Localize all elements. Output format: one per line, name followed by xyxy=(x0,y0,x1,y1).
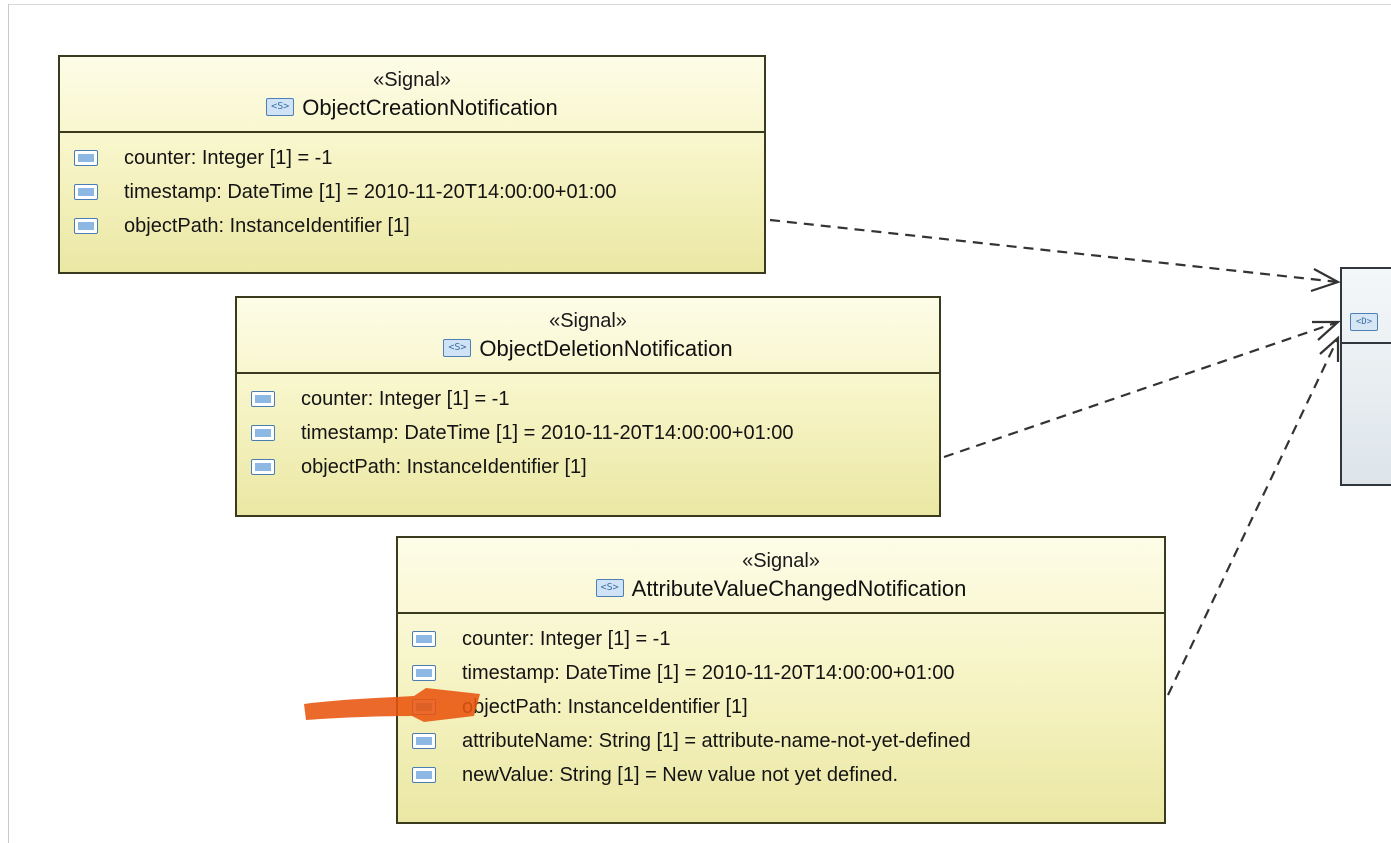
property-icon xyxy=(251,425,275,441)
attribute-text: objectPath: InstanceIdentifier [1] xyxy=(462,695,748,718)
attribute-list: counter: Integer [1] = -1 timestamp: Dat… xyxy=(237,374,939,484)
attribute-text: objectPath: InstanceIdentifier [1] xyxy=(301,455,587,478)
stereotype-label: «Signal» xyxy=(549,310,627,332)
signal-attribute-value-changed-notification[interactable]: «Signal» <S> AttributeValueChangedNotific… xyxy=(396,536,1166,824)
signal-header: «Signal» <S> ObjectDeletionNotification xyxy=(237,298,939,374)
property-icon xyxy=(412,665,436,681)
attribute-text: timestamp: DateTime [1] = 2010-11-20T14:… xyxy=(462,661,955,684)
signal-header: «Signal» <S> ObjectCreationNotification xyxy=(60,57,764,133)
attribute-row[interactable]: objectPath: InstanceIdentifier [1] xyxy=(237,450,939,484)
arrowhead-deletion xyxy=(1312,320,1341,341)
attribute-text: timestamp: DateTime [1] = 2010-11-20T14:… xyxy=(301,421,794,444)
highlight-marker-arrow xyxy=(304,688,480,722)
datatype-header: <D> xyxy=(1342,269,1391,344)
dependency-line-creation xyxy=(769,218,1339,284)
signal-name-text: ObjectDeletionNotification xyxy=(479,336,733,361)
signal-name: <S> AttributeValueChangedNotification xyxy=(398,574,1164,604)
attribute-row[interactable]: counter: Integer [1] = -1 xyxy=(60,141,764,175)
attribute-text: attributeName: String [1] = attribute-na… xyxy=(462,729,971,752)
attribute-text: objectPath: InstanceIdentifier [1] xyxy=(124,214,410,237)
attribute-row[interactable]: counter: Integer [1] = -1 xyxy=(237,382,939,416)
datatype-icon: <D> xyxy=(1350,313,1378,331)
signal-object-creation-notification[interactable]: «Signal» <S> ObjectCreationNotification c… xyxy=(58,55,766,274)
attribute-row[interactable]: timestamp: DateTime [1] = 2010-11-20T14:… xyxy=(398,656,1164,690)
datatype-instance-identifier-box[interactable]: <D> xyxy=(1340,267,1391,486)
attribute-row[interactable]: timestamp: DateTime [1] = 2010-11-20T14:… xyxy=(237,416,939,450)
signal-header: «Signal» <S> AttributeValueChangedNotific… xyxy=(398,538,1164,614)
attribute-row[interactable]: attributeName: String [1] = attribute-na… xyxy=(398,724,1164,758)
canvas-border-left xyxy=(8,4,9,843)
signal-class-icon: <S> xyxy=(595,579,624,598)
property-icon xyxy=(412,767,436,783)
signal-class-icon: <S> xyxy=(443,339,472,358)
property-icon xyxy=(74,150,98,166)
property-icon xyxy=(412,733,436,749)
attribute-text: counter: Integer [1] = -1 xyxy=(124,146,333,169)
attribute-list: counter: Integer [1] = -1 timestamp: Dat… xyxy=(398,614,1164,792)
attribute-row[interactable]: timestamp: DateTime [1] = 2010-11-20T14:… xyxy=(60,175,764,209)
dependency-line-deletion xyxy=(943,320,1339,459)
property-icon xyxy=(251,459,275,475)
attribute-row[interactable]: objectPath: InstanceIdentifier [1] xyxy=(398,690,1164,724)
stereotype-label: «Signal» xyxy=(742,550,820,572)
signal-class-icon: <S> xyxy=(266,98,295,117)
signal-object-deletion-notification[interactable]: «Signal» <S> ObjectDeletionNotification c… xyxy=(235,296,941,517)
attribute-row[interactable]: objectPath: InstanceIdentifier [1] xyxy=(60,209,764,243)
arrowhead-creation xyxy=(1310,268,1341,293)
signal-name: <S> ObjectDeletionNotification xyxy=(237,334,939,364)
dependency-line-attribute-changed xyxy=(1167,337,1339,696)
attribute-text: newValue: String [1] = New value not yet… xyxy=(462,763,899,786)
property-icon xyxy=(412,631,436,647)
attribute-text: timestamp: DateTime [1] = 2010-11-20T14:… xyxy=(124,180,617,203)
property-icon xyxy=(74,218,98,234)
stereotype-label: «Signal» xyxy=(373,69,451,91)
attribute-text: counter: Integer [1] = -1 xyxy=(301,387,510,410)
property-icon xyxy=(251,391,275,407)
signal-name-text: ObjectCreationNotification xyxy=(302,95,558,120)
signal-name: <S> ObjectCreationNotification xyxy=(60,93,764,123)
attribute-list: counter: Integer [1] = -1 timestamp: Dat… xyxy=(60,133,764,243)
property-icon xyxy=(74,184,98,200)
attribute-text: counter: Integer [1] = -1 xyxy=(462,627,671,650)
arrowhead-attribute-changed xyxy=(1319,335,1340,362)
attribute-row[interactable]: newValue: String [1] = New value not yet… xyxy=(398,758,1164,792)
attribute-row[interactable]: counter: Integer [1] = -1 xyxy=(398,622,1164,656)
signal-name-text: AttributeValueChangedNotification xyxy=(631,576,967,601)
canvas-border-top xyxy=(8,4,1391,5)
